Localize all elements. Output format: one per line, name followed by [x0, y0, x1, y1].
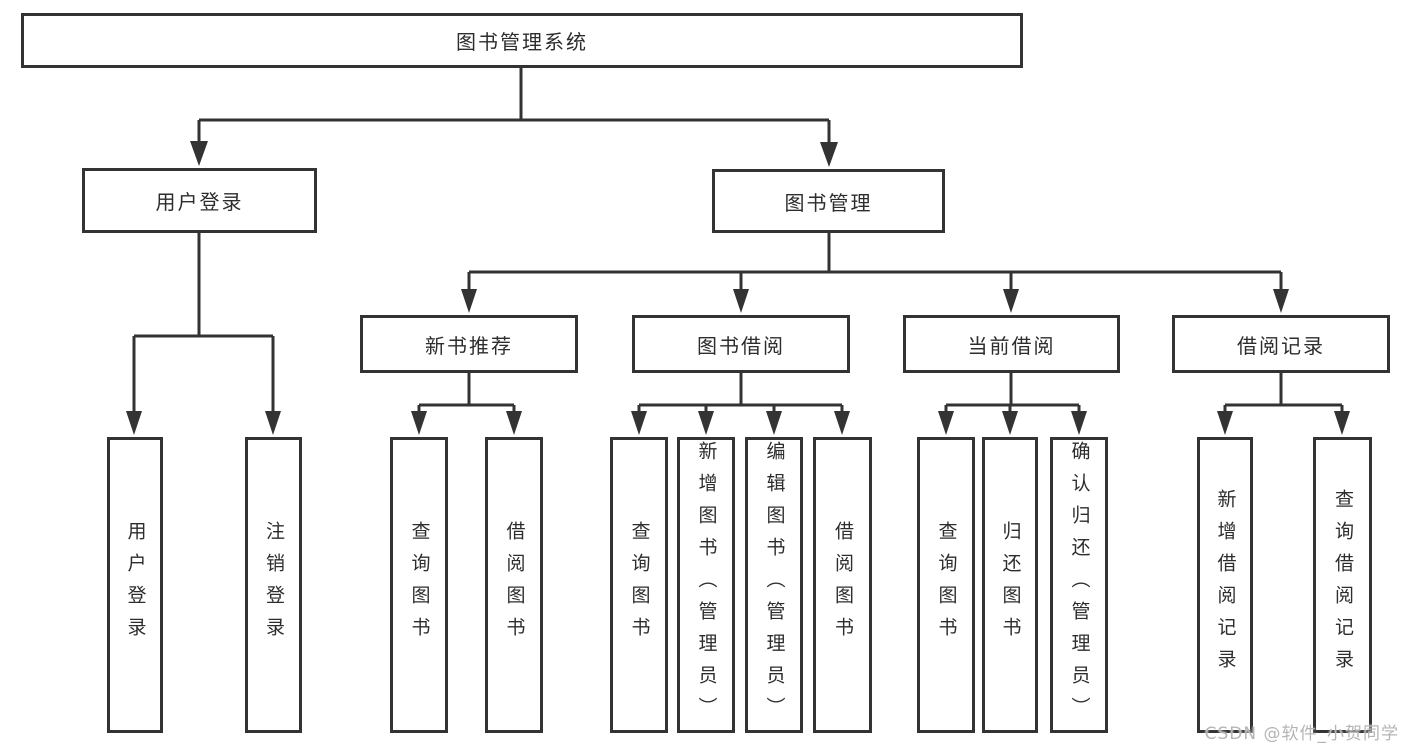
node-new-book-recommend: 新书推荐	[360, 315, 578, 373]
leaf-add-borrow-record: 新增借阅记录	[1197, 437, 1253, 733]
leaf-query-books-current: 查询图书	[917, 437, 975, 733]
leaf-user-login: 用户登录	[107, 437, 163, 733]
leaf-borrow-books: 借阅图书	[813, 437, 872, 733]
node-root-system: 图书管理系统	[21, 13, 1023, 68]
leaf-return-books: 归还图书	[982, 437, 1038, 733]
leaf-confirm-return-admin: 确认归还（管理员）	[1050, 437, 1108, 733]
leaf-borrow-books-recommend: 借阅图书	[485, 437, 543, 733]
node-borrow-records: 借阅记录	[1172, 315, 1390, 373]
csdn-watermark: CSDN @软件_小贺同学	[1204, 724, 1399, 744]
leaf-logout: 注销登录	[245, 437, 302, 733]
node-book-borrow: 图书借阅	[632, 315, 850, 373]
node-user-login: 用户登录	[82, 168, 317, 233]
leaf-add-books-admin: 新增图书（管理员）	[677, 437, 735, 733]
node-current-borrow: 当前借阅	[903, 315, 1120, 373]
node-book-management: 图书管理	[712, 169, 945, 233]
leaf-edit-books-admin: 编辑图书（管理员）	[745, 437, 803, 733]
leaf-query-books-recommend: 查询图书	[390, 437, 448, 733]
leaf-query-books-borrow: 查询图书	[610, 437, 668, 733]
leaf-query-borrow-record: 查询借阅记录	[1313, 437, 1372, 733]
